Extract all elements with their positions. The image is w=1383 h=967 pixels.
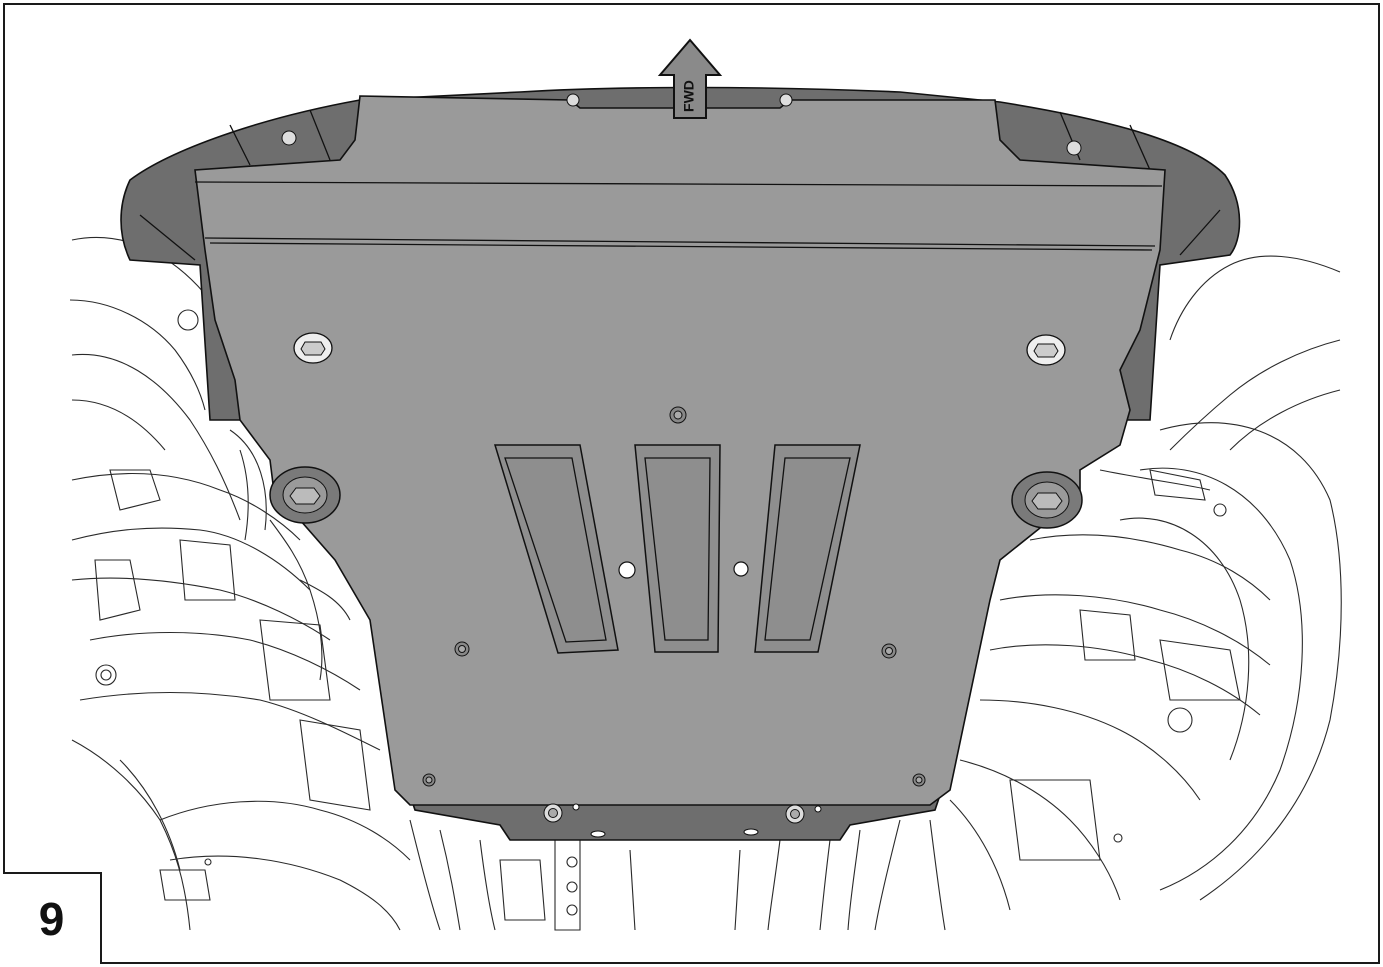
drain-hole-icon xyxy=(733,561,749,577)
screw-icon xyxy=(779,93,793,107)
bolt-icon xyxy=(1026,334,1066,366)
step-number-box: 9 xyxy=(3,872,102,964)
direction-label: FWD xyxy=(681,80,697,112)
diagram-frame xyxy=(3,3,1380,964)
rib-left xyxy=(493,444,619,654)
bolt-icon xyxy=(293,332,333,364)
bolt-icon xyxy=(1011,471,1083,529)
screw-icon xyxy=(566,93,580,107)
slot-hole-icon xyxy=(743,828,759,836)
rib-right xyxy=(754,444,861,653)
screw-icon xyxy=(281,130,297,146)
rib-center xyxy=(634,444,721,653)
bolt-icon xyxy=(269,466,341,524)
slot-hole-icon xyxy=(590,830,606,838)
fasteners xyxy=(269,93,1083,824)
screw-icon xyxy=(1066,140,1082,156)
drain-hole-icon xyxy=(618,561,636,579)
skid-plate xyxy=(194,95,1166,841)
step-number: 9 xyxy=(38,893,65,945)
arrow-up-icon: FWD xyxy=(657,38,723,119)
chassis-line-art xyxy=(69,236,1342,931)
